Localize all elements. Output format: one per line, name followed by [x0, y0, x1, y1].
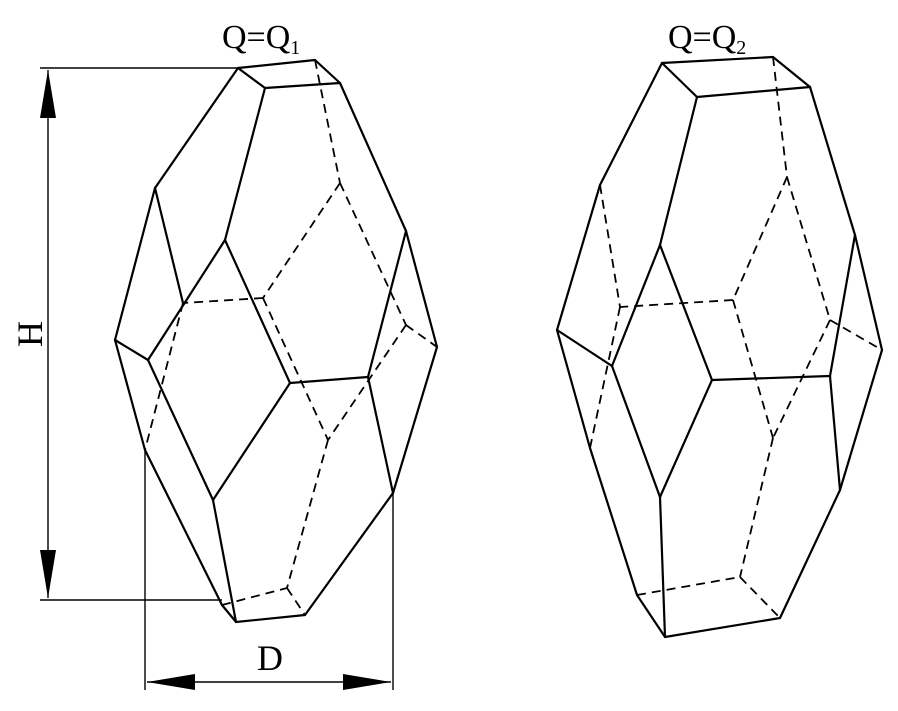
- right-crystal-label: Q=Q2: [668, 19, 746, 59]
- right-crystal: Q=Q2: [555, 19, 884, 639]
- left-crystal: Q=Q1: [10, 19, 439, 690]
- left-crystal-hidden-edges: [144, 59, 438, 616]
- right-crystal-solid-edges: [555, 55, 884, 639]
- right-crystal-hidden-edges: [589, 56, 883, 619]
- height-dimension: H: [10, 67, 238, 601]
- left-crystal-solid-edges: [113, 58, 439, 624]
- left-crystal-label: Q=Q1: [222, 19, 300, 59]
- height-label: H: [10, 321, 50, 347]
- width-dimension: D: [144, 450, 394, 690]
- width-label: D: [257, 638, 283, 678]
